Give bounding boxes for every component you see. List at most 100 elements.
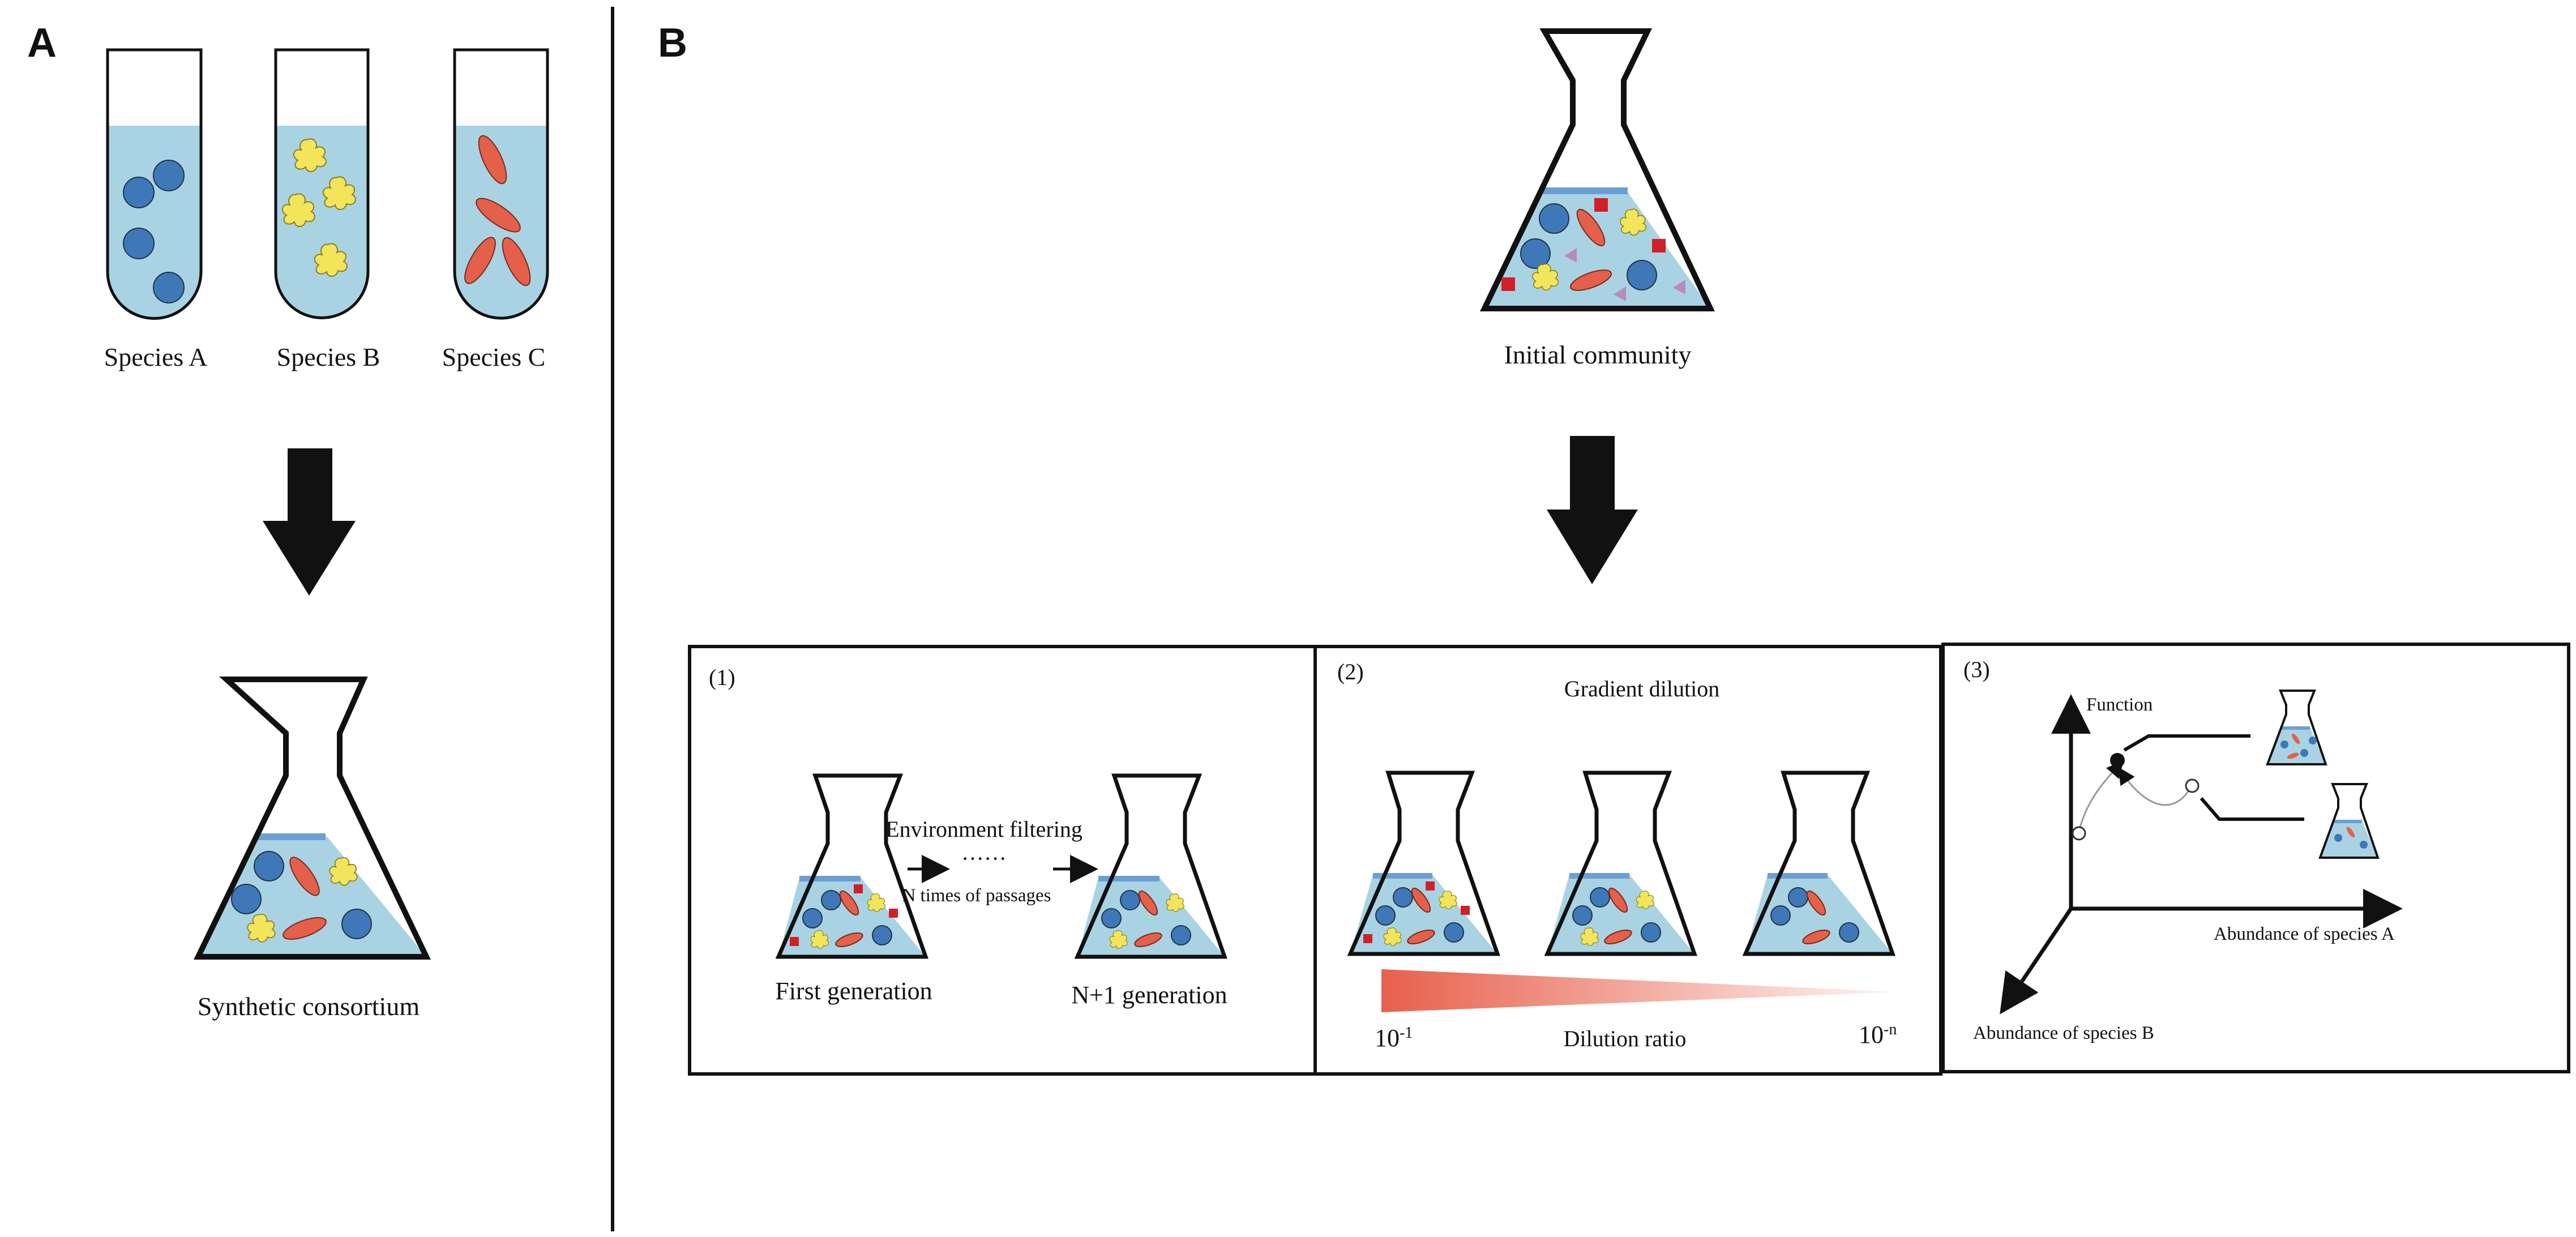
cell-circle (2360, 841, 2368, 849)
cell-circle (1641, 922, 1661, 943)
cell-star (329, 857, 358, 886)
subpanel-2-number: (2) (1337, 659, 1364, 684)
cell-rod (1411, 887, 1431, 913)
flask-dilution-2 (1544, 771, 1697, 956)
flask-candidate-community (2318, 783, 2380, 859)
panel-b: B Initial community (1) (658, 20, 2570, 1076)
function-axis-label: Function (2086, 695, 2153, 715)
cell-rod (283, 917, 327, 940)
subpanel-1: (1) (688, 645, 1317, 1076)
flask-dilution-1 (1347, 771, 1500, 956)
cell-circle (123, 228, 155, 259)
flask-n-plus-1-generation (1074, 773, 1227, 959)
cell-rod (1134, 932, 1162, 948)
cell-rod (1802, 929, 1830, 945)
flask-outline (194, 677, 431, 960)
cell-star (247, 914, 276, 943)
cell-star-shape (810, 930, 829, 949)
cell-rod (1407, 929, 1435, 945)
cell-rod (478, 135, 507, 185)
cell-star-shape (1636, 891, 1654, 909)
candidate-point-leader (2200, 797, 2304, 821)
cell-rod (1608, 887, 1628, 913)
flask-medium (2267, 727, 2326, 764)
cell-rod (1138, 890, 1158, 916)
cell-circle (1788, 887, 1808, 908)
cell-circle (153, 160, 185, 191)
cell-star (1439, 891, 1457, 909)
flask-outline (1544, 771, 1697, 956)
cell-circle (1539, 203, 1569, 234)
cell-rod (1806, 890, 1826, 916)
flask-first-generation (775, 773, 928, 959)
cell-star (293, 138, 327, 172)
cell-circle (1444, 922, 1464, 943)
cell-rod (476, 198, 521, 233)
dilution-gradient-wedge (1381, 969, 1899, 1012)
subpanel-3: (3) Function Abundance of species A Abun… (1941, 643, 2570, 1073)
passages-label: N times of passages (902, 885, 1051, 906)
cell-star (1580, 927, 1599, 946)
cell-square (1594, 198, 1608, 212)
cell-star-shape (293, 138, 327, 172)
subpanel-3-frame (1941, 643, 2570, 1073)
cell-star (810, 930, 829, 949)
flask-outline (1347, 771, 1500, 956)
cell-circle (1770, 905, 1791, 926)
cell-circle (1375, 905, 1396, 926)
dilution-ratio-label: Dilution ratio (1564, 1026, 1687, 1051)
cell-circle (1627, 260, 1657, 290)
cell-star (1531, 263, 1559, 291)
n-plus-1-generation-label: N+1 generation (1071, 981, 1227, 1009)
first-generation-label: First generation (775, 977, 932, 1005)
cell-star-shape (281, 193, 315, 227)
cell-star (1109, 930, 1128, 949)
cell-triangle (1614, 286, 1626, 301)
flask-medium (2320, 821, 2378, 858)
cell-circle (153, 272, 185, 303)
flask-outline (1074, 773, 1227, 959)
cell-circle (2309, 737, 2317, 744)
tube-species-c (453, 48, 549, 320)
cell-square (854, 884, 863, 893)
cell-rod (2291, 733, 2300, 744)
cell-circle (1520, 238, 1551, 269)
cell-star (1636, 891, 1654, 909)
tube-a-label: Species A (104, 343, 208, 371)
cell-circle (123, 177, 155, 208)
cell-rod (839, 890, 859, 916)
cell-star-shape (1383, 927, 1402, 946)
cell-circle (1171, 925, 1191, 945)
flask-outline (1742, 771, 1895, 956)
candidate-point (2185, 778, 2200, 793)
passage-dots: ······ (961, 846, 1007, 871)
cell-star (322, 176, 356, 210)
tube-c-label: Species C (442, 343, 546, 371)
panel-a: A Species A Species B (27, 20, 549, 1021)
dilution-right-value: 10-n (1859, 1021, 1897, 1049)
cell-rod (835, 932, 863, 948)
cell-square (1426, 881, 1435, 891)
candidate-point (2072, 826, 2086, 841)
cell-circle (1393, 887, 1413, 908)
cell-rod (1570, 269, 1612, 291)
abundance-b-axis-label: Abundance of species B (1973, 1023, 2154, 1043)
flask-outline (2266, 690, 2327, 765)
cell-rod (464, 237, 496, 284)
cell-triangle (1564, 248, 1577, 263)
cell-star-shape (1109, 930, 1128, 949)
tube-c-outline (453, 48, 549, 320)
flask-dilution-3 (1742, 771, 1895, 956)
flask-optimal-community (2266, 690, 2327, 765)
tube-a-outline (106, 48, 203, 320)
optimization-path (2118, 767, 2191, 806)
abundance-a-axis-label: Abundance of species A (2214, 924, 2395, 944)
cell-triangle (1673, 280, 1685, 294)
cell-circle (1101, 908, 1122, 928)
tube-species-a (106, 48, 203, 320)
optimal-point-leader (2123, 734, 2250, 752)
arrow-down-icon (263, 448, 356, 596)
cell-circle (1572, 905, 1593, 926)
cell-circle (872, 925, 892, 945)
